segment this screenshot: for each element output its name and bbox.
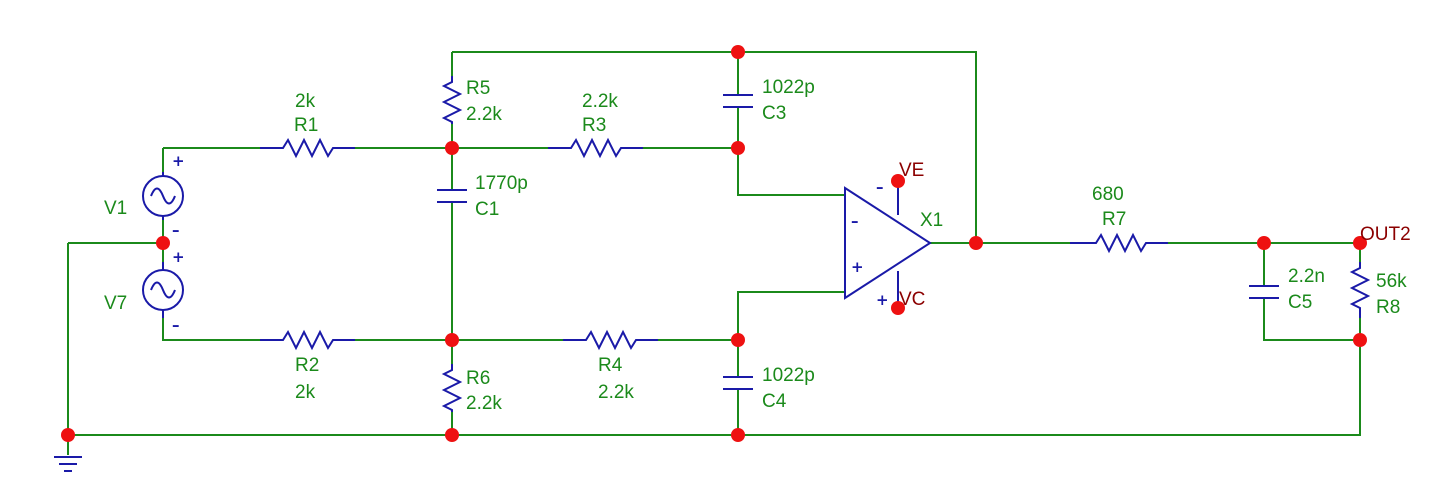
r7-value: 680 xyxy=(1092,184,1124,205)
c4-value: 1022p xyxy=(762,365,815,386)
wire-midnode xyxy=(68,220,164,262)
r3-value: 2.2k xyxy=(582,91,618,112)
junction-vc xyxy=(891,301,905,315)
junction xyxy=(731,141,745,155)
wire-c5 xyxy=(1263,243,1360,341)
r8-ref: R8 xyxy=(1376,297,1400,318)
v1-plus-sign: + xyxy=(172,152,185,170)
v1-minus-sign: – xyxy=(172,221,180,239)
labels: 2k R1 R2 2k 2.2k R3 R4 2.2k R5 2.2k R6 2… xyxy=(104,77,1411,414)
r1-value: 2k xyxy=(295,91,316,112)
resistor-r8 xyxy=(1349,262,1371,318)
v7-plus-sign: + xyxy=(172,248,185,266)
junction xyxy=(61,428,75,442)
r6-value: 2.2k xyxy=(466,393,502,414)
junction xyxy=(445,141,459,155)
junction-ve xyxy=(891,174,905,188)
v1-ref: V1 xyxy=(104,198,127,219)
c3-ref: C3 xyxy=(762,103,786,124)
opamp-ve-sign: – xyxy=(876,178,884,196)
wire-v1-r1 xyxy=(162,147,260,172)
r2-value: 2k xyxy=(295,382,316,403)
junction xyxy=(731,333,745,347)
resistor-r5 xyxy=(441,76,463,124)
junction xyxy=(1353,236,1367,250)
junction xyxy=(969,236,983,250)
capacitor-c1 xyxy=(437,189,467,203)
r8-value: 56k xyxy=(1376,271,1407,292)
wire-to-inv-input xyxy=(737,148,845,196)
v7-minus-sign: – xyxy=(172,316,180,334)
net-vc: VC xyxy=(899,289,925,310)
wire-top-feedback xyxy=(452,51,977,243)
opamp-x1: – + – + xyxy=(844,178,932,309)
r5-value: 2.2k xyxy=(466,104,502,125)
resistor-r4 xyxy=(563,329,658,351)
ac-source-v7-body xyxy=(142,269,184,311)
capacitor-c4 xyxy=(723,376,753,390)
r4-ref: R4 xyxy=(598,355,623,376)
r1-ref: R1 xyxy=(294,115,318,136)
opamp-noninverting-sign: + xyxy=(851,258,864,276)
junction xyxy=(445,333,459,347)
junction xyxy=(156,236,170,250)
c1-ref: C1 xyxy=(475,199,499,220)
x1-ref: X1 xyxy=(920,210,943,231)
junctions xyxy=(61,45,1367,442)
r5-ref: R5 xyxy=(466,78,490,99)
source-v7: + – xyxy=(142,248,185,334)
junction xyxy=(1353,333,1367,347)
resistors xyxy=(260,76,1371,412)
source-v1: + – xyxy=(142,152,185,239)
resistor-r1 xyxy=(260,137,355,159)
r4-value: 2.2k xyxy=(598,382,634,403)
junction xyxy=(1257,236,1271,250)
sine-wave-icon xyxy=(150,187,176,205)
wire-to-noninv-input xyxy=(737,291,845,340)
v7-ref: V7 xyxy=(104,293,127,314)
r7-ref: R7 xyxy=(1102,209,1126,230)
opamp-triangle xyxy=(844,186,932,300)
r6-ref: R6 xyxy=(466,368,490,389)
resistor-r6 xyxy=(441,364,463,412)
capacitors xyxy=(437,94,1279,390)
resistor-r7 xyxy=(1070,232,1168,254)
ground-icon xyxy=(54,456,82,472)
capacitor-c3 xyxy=(723,94,753,108)
c5-ref: C5 xyxy=(1288,292,1312,313)
ac-source-v1-body xyxy=(142,175,184,217)
r2-ref: R2 xyxy=(295,355,319,376)
wire-v7-r2 xyxy=(162,318,260,341)
net-out2: OUT2 xyxy=(1360,224,1411,245)
c1-value: 1770p xyxy=(475,173,528,194)
r3-ref: R3 xyxy=(582,115,606,136)
resistor-r2 xyxy=(260,329,355,351)
c4-ref: C4 xyxy=(762,391,787,412)
net-ve: VE xyxy=(899,160,924,181)
opamp-inverting-sign: – xyxy=(851,212,859,230)
junction xyxy=(731,428,745,442)
wires xyxy=(67,51,1361,455)
wire-bottom-ground xyxy=(68,340,1361,436)
capacitor-c5 xyxy=(1249,285,1279,299)
junction xyxy=(445,428,459,442)
junction xyxy=(731,45,745,59)
opamp-vc-sign: + xyxy=(876,291,889,309)
resistor-r3 xyxy=(548,137,643,159)
c3-value: 1022p xyxy=(762,77,815,98)
c5-value: 2.2n xyxy=(1288,266,1325,287)
sine-wave-icon xyxy=(150,281,176,299)
